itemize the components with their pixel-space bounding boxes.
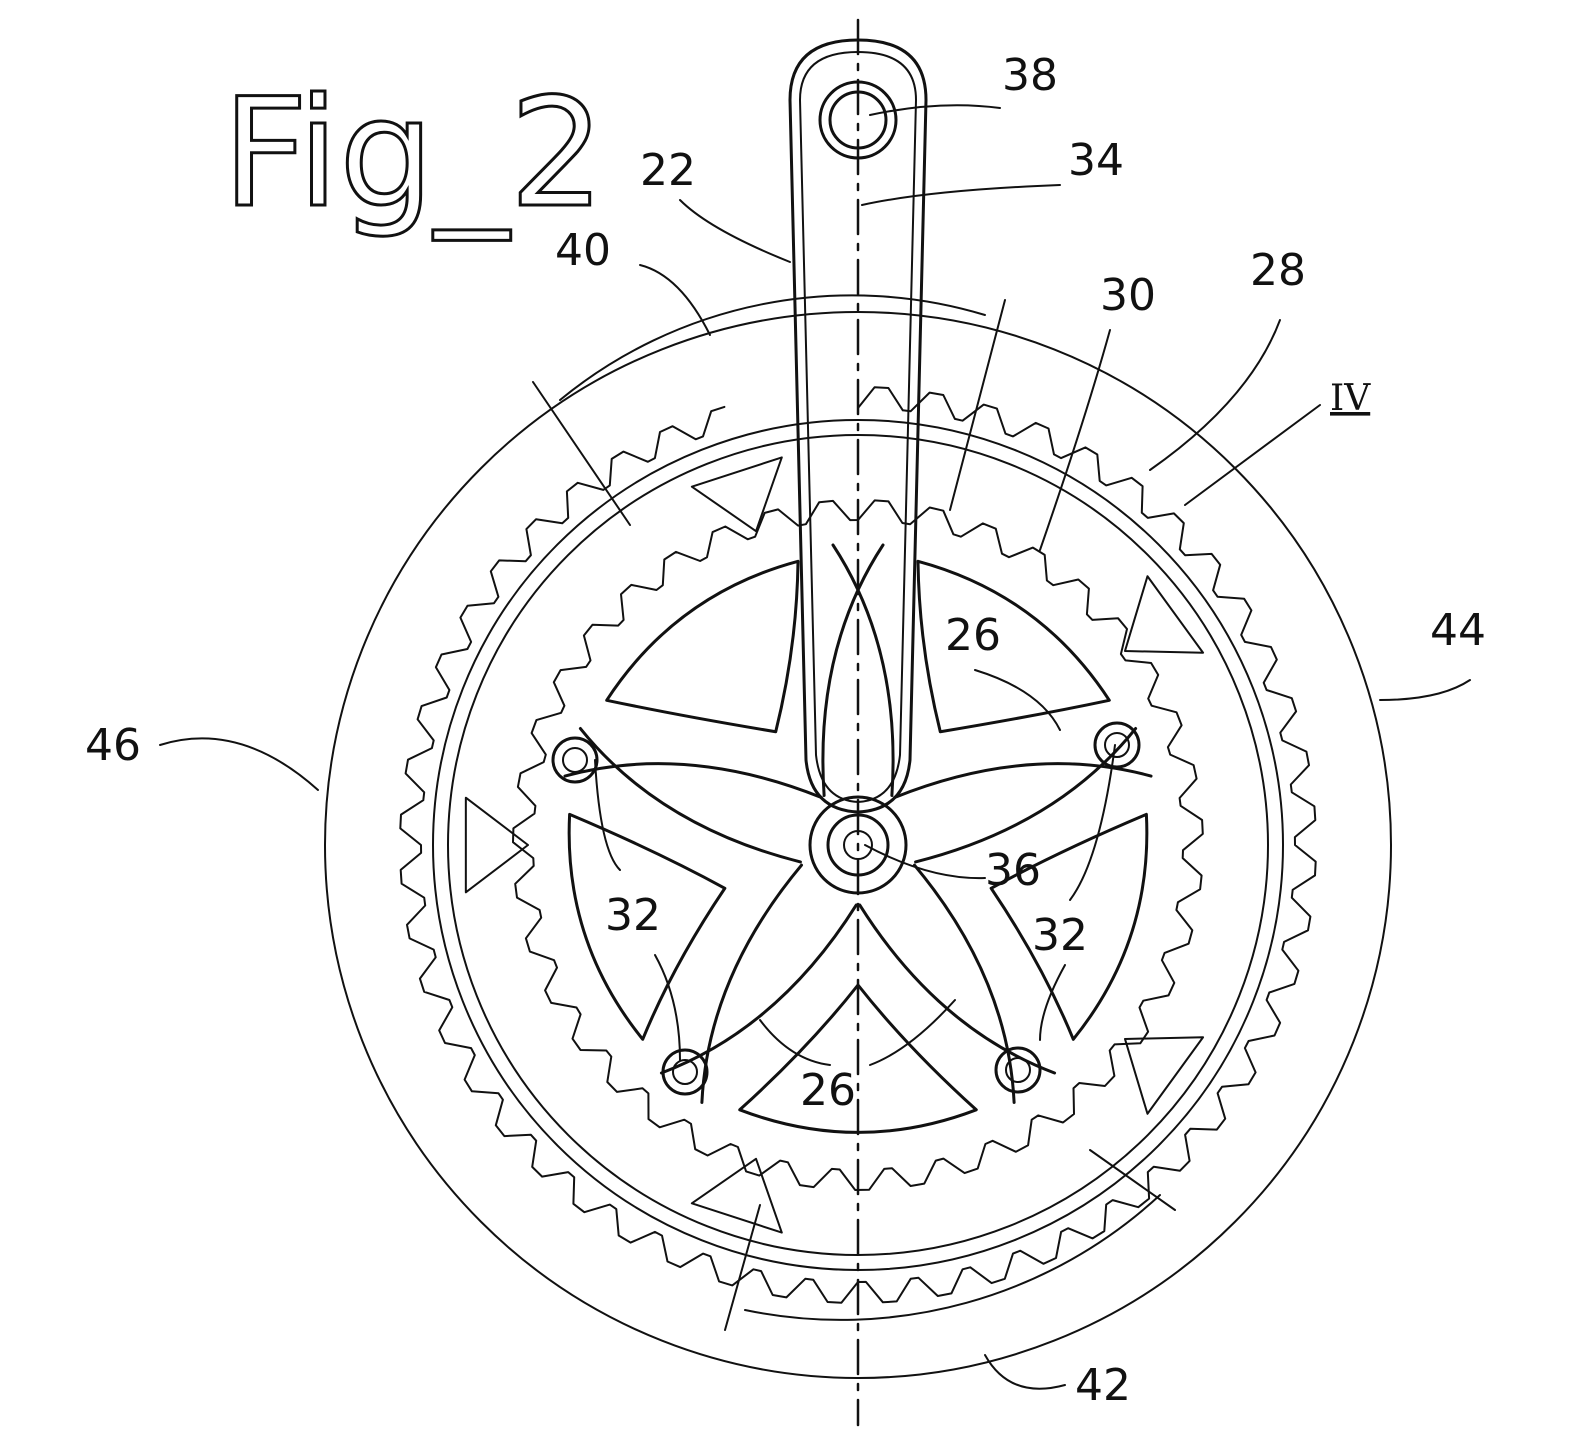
leader-28	[1150, 320, 1280, 470]
angle-arc-42	[745, 1195, 1160, 1320]
label-36: 36	[985, 845, 1041, 896]
label-38: 38	[1002, 50, 1058, 101]
label-44: 44	[1430, 605, 1486, 656]
spider-window	[607, 561, 798, 731]
leader-40	[640, 265, 710, 335]
spider-arm	[860, 865, 1055, 1102]
leader-34	[862, 185, 1060, 205]
chainring-bolt	[996, 1048, 1040, 1092]
leader-22	[680, 200, 790, 262]
chainring-windows	[466, 457, 1203, 1232]
leader-IV	[1185, 405, 1320, 505]
ring-cutout	[1125, 576, 1203, 653]
chainring-bolt	[563, 748, 587, 772]
angle-ray-left-top	[533, 382, 630, 525]
label-30: 30	[1100, 270, 1156, 321]
leader-38	[870, 105, 1000, 115]
chainring-bolt	[553, 738, 597, 782]
figure-title: Fig_2	[222, 67, 605, 241]
label-22: 22	[640, 145, 696, 196]
label-28: 28	[1250, 245, 1306, 296]
label-IV: IV	[1330, 378, 1371, 419]
leader-44	[1380, 680, 1470, 700]
label-32-left: 32	[605, 890, 661, 941]
ring-cutout	[1125, 1037, 1203, 1114]
label-32-right: 32	[1032, 910, 1088, 961]
leader-46	[160, 738, 318, 790]
label-34: 34	[1068, 135, 1124, 186]
label-42: 42	[1075, 1360, 1131, 1411]
angle-ray-right-bottom	[1090, 1150, 1175, 1210]
label-40: 40	[555, 225, 611, 276]
chainring-bolt	[1095, 723, 1139, 767]
leader-26a	[975, 670, 1060, 730]
spider-arm	[565, 729, 821, 862]
chainring-bolt	[1105, 733, 1129, 757]
label-26-upper: 26	[945, 610, 1001, 661]
chainring-bolt	[663, 1050, 707, 1094]
leader-32a	[595, 760, 620, 870]
ring-cutout	[466, 798, 528, 893]
leader-26b-right	[870, 1000, 955, 1065]
ring-cutout	[692, 457, 782, 531]
angle-ray-right-top	[950, 300, 1005, 510]
spider-arm	[895, 729, 1151, 862]
label-26-lower: 26	[800, 1065, 856, 1116]
label-46: 46	[85, 720, 141, 771]
